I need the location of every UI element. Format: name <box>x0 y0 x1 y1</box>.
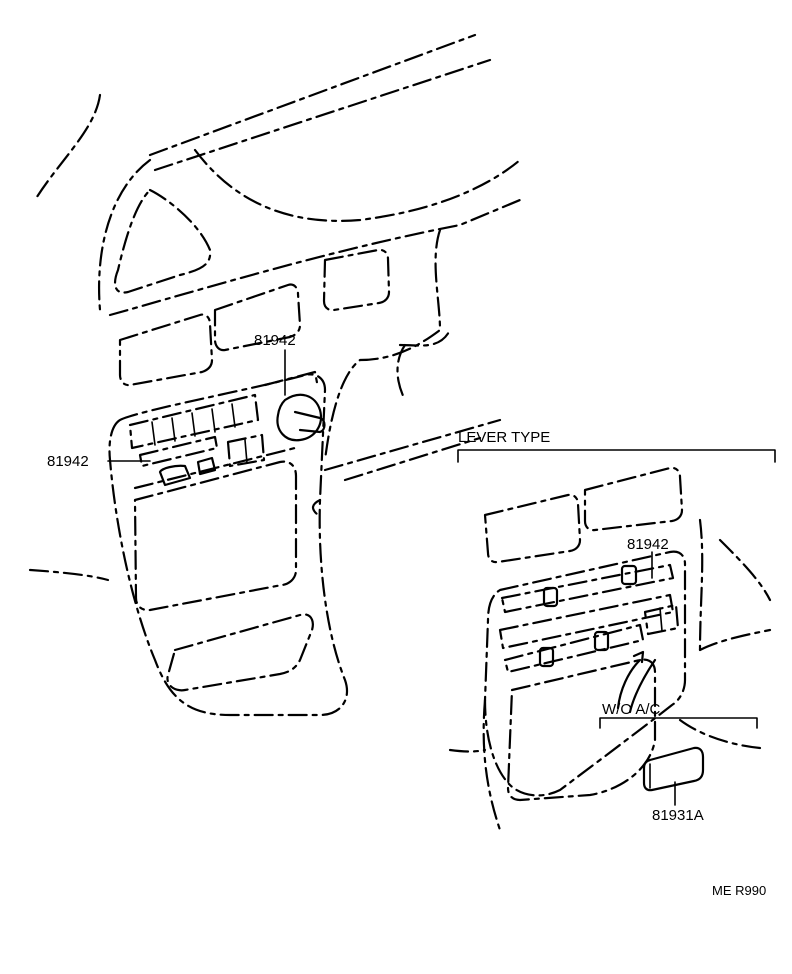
leader-lines-main <box>107 349 286 462</box>
wo-ac-label: W/O A/C <box>602 701 661 718</box>
part-label-81931a: 81931A <box>652 807 704 824</box>
part-label-81942-top: 81942 <box>254 332 296 349</box>
part-label-81942-left: 81942 <box>47 453 89 470</box>
part-label-81942-inset: 81942 <box>627 536 669 553</box>
diagram-code: ME R990 <box>712 883 766 898</box>
lever-type-inset <box>448 449 776 832</box>
lever-type-heading: LEVER TYPE <box>458 429 550 446</box>
dashboard-outline <box>28 33 522 717</box>
